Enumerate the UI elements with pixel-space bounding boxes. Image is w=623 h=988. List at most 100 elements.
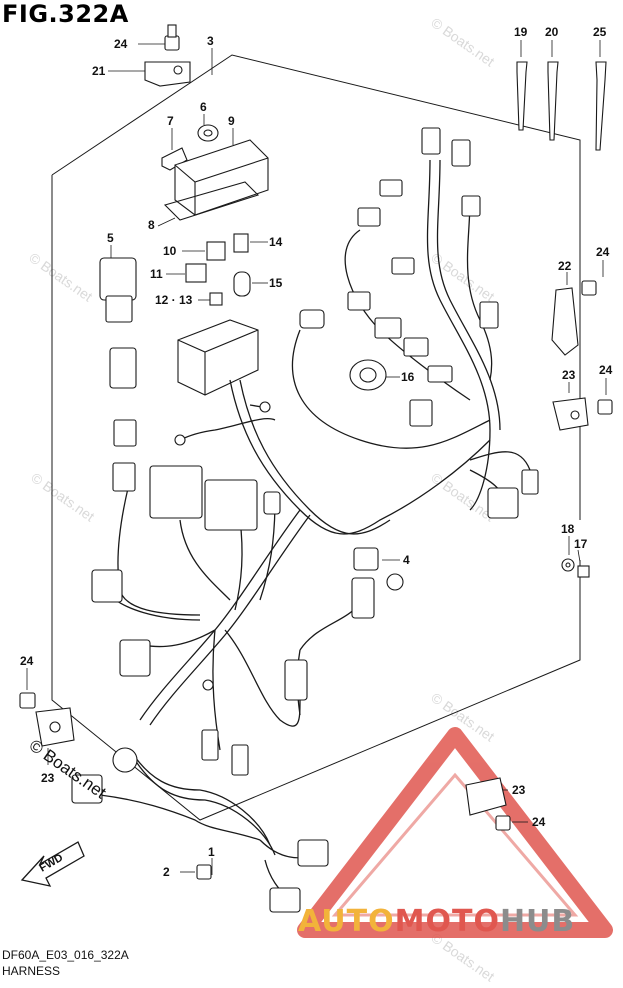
autmotohub-brand: AUTOMOTOHUB xyxy=(298,904,575,939)
connector xyxy=(149,465,203,519)
callout-17: 17 xyxy=(574,537,588,551)
callout-23-left: 23 xyxy=(41,771,55,785)
wire-bundles xyxy=(99,159,531,896)
bolt-24-top xyxy=(164,35,180,51)
cable-tie-25 xyxy=(595,61,607,151)
callout-24: 24 xyxy=(114,37,128,51)
watermark-faint: © Boats.net xyxy=(26,249,95,304)
callout-6: 6 xyxy=(200,100,207,114)
leader-lines xyxy=(26,40,607,875)
connector xyxy=(479,301,499,329)
relay-11 xyxy=(185,263,207,283)
callout-4: 4 xyxy=(403,553,410,567)
relay-14 xyxy=(233,233,249,253)
connector xyxy=(347,291,371,311)
bolt-24-upper-right xyxy=(581,280,597,296)
connector xyxy=(269,887,301,913)
gasket-8 xyxy=(163,181,260,221)
callout-24-left: 24 xyxy=(20,654,34,668)
connector xyxy=(297,839,329,867)
connector xyxy=(487,487,519,519)
brand-part-1: AUTO xyxy=(298,904,395,939)
cap-4 xyxy=(353,547,379,571)
boot-5 xyxy=(99,257,137,301)
ring-terminal xyxy=(259,401,271,413)
connectors xyxy=(71,127,539,913)
autmotohub-triangle-logo xyxy=(297,727,613,938)
hardware-parts xyxy=(19,24,613,880)
callout-7: 7 xyxy=(167,114,174,128)
callout-9: 9 xyxy=(228,114,235,128)
callout-21: 21 xyxy=(92,64,106,78)
connector xyxy=(391,257,415,275)
callout-18: 18 xyxy=(561,522,575,536)
callout-5: 5 xyxy=(107,231,114,245)
callout-23-right: 23 xyxy=(562,368,576,382)
connector xyxy=(119,639,151,677)
fuse-12-13 xyxy=(209,292,223,306)
callout-24-lower-right: 24 xyxy=(599,363,613,377)
harness-boundary xyxy=(51,54,581,821)
callout-12-13: 12 · 13 xyxy=(155,293,193,307)
watermark-faint: © Boats.net xyxy=(428,469,497,524)
callout-14: 14 xyxy=(269,235,283,249)
figure-code: DF60A_E03_016_322A xyxy=(2,948,129,962)
bracket-23-lower xyxy=(465,777,507,816)
watermark-faint: © Boats.net xyxy=(28,469,97,524)
fwd-arrow: FWD xyxy=(20,841,85,887)
connector xyxy=(112,462,136,492)
nut-2 xyxy=(196,864,212,880)
connector xyxy=(112,747,138,773)
callout-11: 11 xyxy=(150,267,163,281)
brand-part-2: MOTO xyxy=(394,904,500,939)
ring-terminal xyxy=(202,679,214,691)
cable-tie-19 xyxy=(516,61,528,131)
connector xyxy=(263,491,281,515)
connector xyxy=(409,399,433,427)
connector xyxy=(299,309,325,329)
figure-name: HARNESS xyxy=(2,964,61,978)
callout-22: 22 xyxy=(558,259,572,273)
callout-23-lower: 23 xyxy=(512,783,526,797)
callout-1: 1 xyxy=(208,845,215,859)
connector xyxy=(421,127,441,155)
callout-15: 15 xyxy=(269,276,283,290)
connector xyxy=(113,419,137,447)
connector xyxy=(284,659,308,701)
bolt-24-left xyxy=(19,692,36,709)
bolt-24-lower xyxy=(495,815,511,831)
connector xyxy=(521,469,539,495)
connector xyxy=(451,139,471,167)
connector xyxy=(204,479,258,531)
callout-3: 3 xyxy=(207,34,214,48)
ring-terminal xyxy=(174,434,186,446)
callout-16: 16 xyxy=(401,370,415,384)
callout-24-lower: 24 xyxy=(532,815,546,829)
connector xyxy=(357,207,381,227)
bolt-24-lower-right xyxy=(597,399,613,415)
connector xyxy=(109,347,137,389)
connector xyxy=(379,179,403,197)
watermark-faint: © Boats.net xyxy=(428,14,497,69)
bracket-22 xyxy=(551,287,579,356)
cap-15 xyxy=(233,271,251,297)
connector xyxy=(91,569,123,603)
copyright-watermark: © Boats.net xyxy=(26,736,110,803)
connector xyxy=(403,337,429,357)
relay-10 xyxy=(206,241,226,261)
bracket-21 xyxy=(144,61,191,87)
fuse-box-cover-9 xyxy=(174,139,269,216)
callout-25: 25 xyxy=(593,25,607,39)
connector xyxy=(427,365,453,383)
cable-tie-20 xyxy=(547,61,559,141)
fuse-box-body xyxy=(177,319,259,396)
connector xyxy=(461,195,481,217)
connector xyxy=(351,577,375,619)
nut-17 xyxy=(577,565,590,578)
callout-2: 2 xyxy=(163,865,170,879)
figure-title: FIG.322A xyxy=(2,0,129,28)
connector xyxy=(231,744,249,776)
connector xyxy=(201,729,219,761)
